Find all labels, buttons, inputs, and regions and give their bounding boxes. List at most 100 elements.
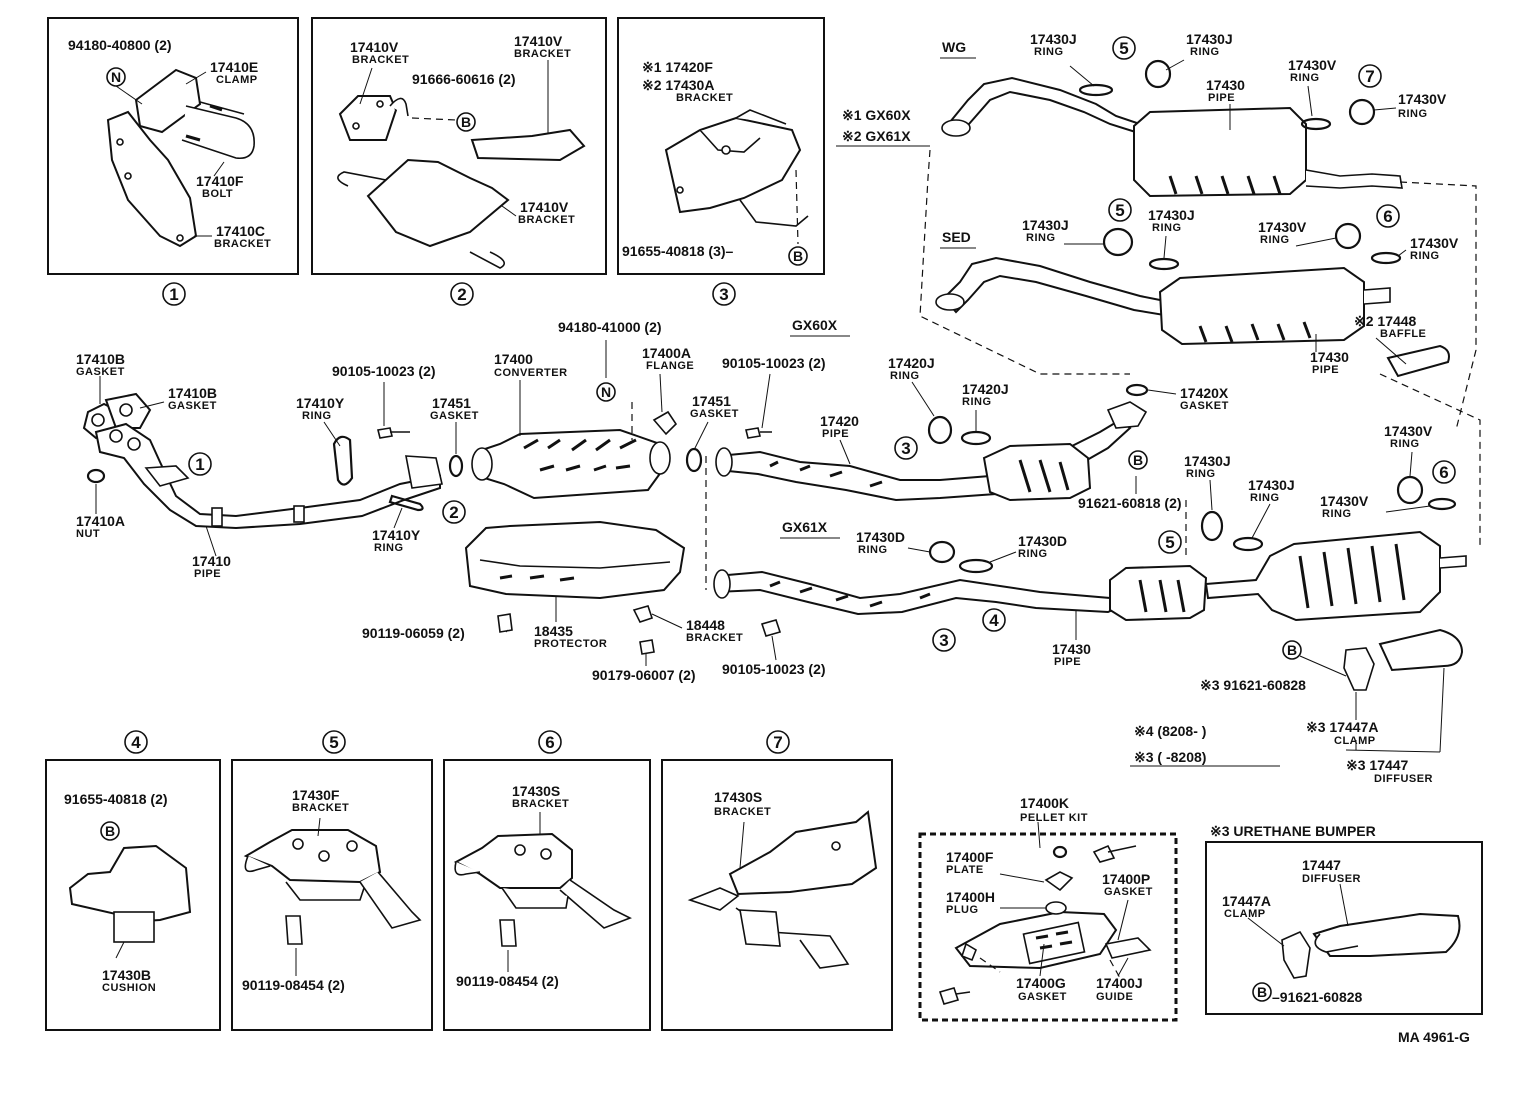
part-number-label: –91621-60828 (1272, 989, 1363, 1005)
part-number-label: 17447 (1302, 857, 1341, 873)
svg-text:7: 7 (773, 733, 782, 752)
part-number-label: ※1 17420F (642, 59, 713, 75)
inset-2-parts (337, 60, 586, 269)
part-name-label: CLAMP (1224, 908, 1266, 920)
view-callout-5: 5 (1158, 530, 1182, 554)
part-name-label: GASKET (1018, 991, 1067, 1003)
part-number-label: 17420J (888, 355, 935, 371)
view-callout-7: 7 (766, 730, 790, 754)
part-number-label: 17430J (1248, 477, 1295, 493)
part-number-label: 17430B (102, 967, 151, 983)
part-name-label: RING (1186, 468, 1216, 480)
lower-insets-parts (68, 810, 878, 976)
part-number-label: 90119-08454 (2) (456, 973, 559, 989)
svg-text:B: B (461, 114, 471, 130)
section-heading: WG (942, 39, 966, 55)
part-number-label: 17410Y (372, 527, 421, 543)
inset-4-frame (45, 759, 221, 1031)
svg-text:N: N (601, 384, 611, 400)
urethane-bumper-frame (1205, 841, 1483, 1015)
part-name-label: PLUG (946, 904, 979, 916)
view-callout-5: 5 (1108, 198, 1132, 222)
svg-text:3: 3 (939, 631, 948, 650)
view-callout-3: 3 (894, 436, 918, 460)
part-number-label: 90105-10023 (2) (332, 363, 436, 379)
part-name-label: CLAMP (1334, 735, 1376, 747)
part-number-label: 17420J (962, 381, 1009, 397)
pellet-kit-frame (918, 832, 1178, 1022)
inset-1-parts (106, 68, 255, 248)
svg-text:B: B (1133, 452, 1143, 468)
part-name-label: GASKET (430, 410, 479, 422)
part-name-label: BRACKET (514, 48, 571, 60)
svg-text:B: B (793, 248, 803, 264)
part-number-label: 17410A (76, 513, 125, 529)
part-number-label: 17410F (196, 173, 244, 189)
view-callout-1: 1 (188, 452, 212, 476)
part-number-label: 17410B (76, 351, 125, 367)
part-name-label: DIFFUSER (1374, 773, 1433, 785)
part-number-label: 17451 (692, 393, 731, 409)
inset-6-frame (443, 759, 651, 1031)
svg-text:5: 5 (1165, 533, 1174, 552)
part-number-label: 17400A (642, 345, 691, 361)
section-heading: ※3 URETHANE BUMPER (1210, 823, 1376, 839)
view-callout-4: 4 (982, 608, 1006, 632)
part-name-label: GASKET (1180, 400, 1229, 412)
part-name-label: RING (890, 370, 920, 382)
part-number-label: 17400F (946, 849, 994, 865)
svg-text:B: B (1257, 984, 1267, 1000)
part-number-label: 94180-41000 (2) (558, 319, 662, 335)
part-name-label: PROTECTOR (534, 638, 607, 650)
part-number-label: 90105-10023 (2) (722, 355, 826, 371)
part-name-label: RING (302, 410, 332, 422)
view-callout-6: 6 (538, 730, 562, 754)
part-labels: 94180-40800 (2)17410ECLAMP17410FBOLT1741… (64, 31, 1470, 1045)
svg-text:1: 1 (195, 455, 204, 474)
part-name-label: BRACKET (512, 798, 569, 810)
part-name-label: RING (1018, 548, 1048, 560)
part-name-label: RING (1260, 234, 1290, 246)
part-number-label: 90119-08454 (2) (242, 977, 345, 993)
part-name-label: PIPE (194, 568, 221, 580)
part-name-label: RING (1026, 232, 1056, 244)
svg-text:5: 5 (329, 733, 338, 752)
part-name-label: CUSHION (102, 982, 156, 994)
inset-2-frame (311, 17, 607, 275)
svg-text:6: 6 (545, 733, 554, 752)
part-name-label: GASKET (76, 366, 125, 378)
part-number-label: 17430J (1148, 207, 1195, 223)
part-name-label: RING (1250, 492, 1280, 504)
part-number-label: 17400H (946, 889, 995, 905)
inset-3-parts (664, 109, 809, 245)
part-number-label: 17430 (1206, 77, 1245, 93)
part-number-label: ※3 17447A (1306, 719, 1378, 735)
svg-text:7: 7 (1365, 67, 1374, 86)
part-number-label: 17430F (292, 787, 340, 803)
view-callout-3: 3 (932, 628, 956, 652)
part-name-label: RING (1190, 46, 1220, 58)
note-lines (780, 57, 1280, 767)
part-number-label: 17430D (856, 529, 905, 545)
part-name-label: BRACKET (714, 806, 771, 818)
part-number-label: 17430V (1384, 423, 1433, 439)
part-number-label: 17400G (1016, 975, 1066, 991)
inset-7-frame (661, 759, 893, 1031)
part-number-label: 91655-40818 (3)– (622, 243, 734, 259)
part-number-label: 17410V (514, 33, 563, 49)
part-number-label: 17420 (820, 413, 859, 429)
part-name-label: PLATE (946, 864, 984, 876)
fastener-mark-b: B (1282, 640, 1302, 660)
part-name-label: GASKET (168, 400, 217, 412)
part-name-label: RING (1034, 46, 1064, 58)
inset-1-frame (47, 17, 299, 275)
part-name-label: GASKET (690, 408, 739, 420)
view-callout-7: 7 (1358, 64, 1382, 88)
part-name-label: GASKET (1104, 886, 1153, 898)
part-number-label: 17430V (1288, 57, 1337, 73)
fastener-mark-b: B (1128, 450, 1148, 470)
part-name-label: BRACKET (352, 54, 409, 66)
part-number-label: 17430 (1052, 641, 1091, 657)
part-number-label: 17430D (1018, 533, 1067, 549)
